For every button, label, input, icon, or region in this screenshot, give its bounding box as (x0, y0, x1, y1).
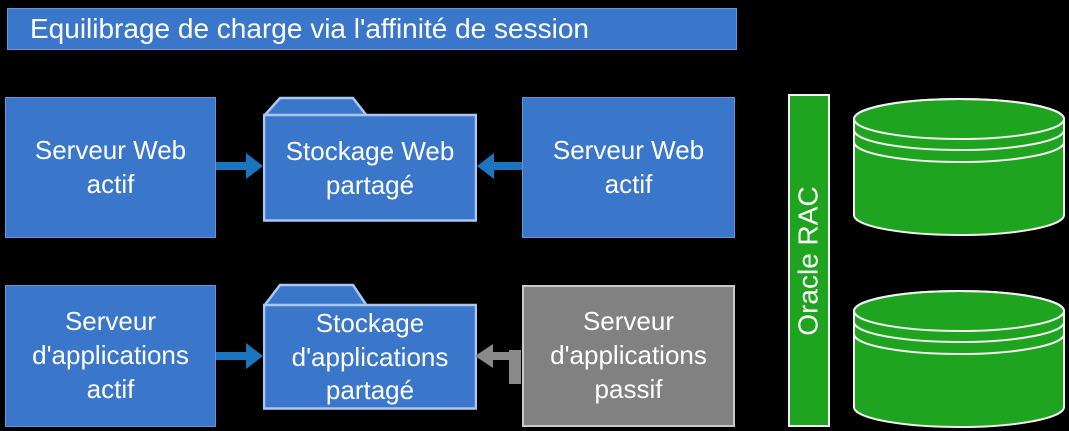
node-web-server-active-left: Serveur Web actif (5, 97, 216, 238)
arrow-stub (509, 350, 521, 384)
node-web-server-active-right: Serveur Web actif (522, 97, 735, 238)
arrow-shaft (216, 162, 248, 170)
arrow-web-left-to-storage (216, 153, 263, 179)
folder-web-storage-label: Stockage Web partagé (285, 135, 455, 200)
database-cylinder-bottom (852, 289, 1066, 431)
folder-icon (263, 96, 477, 222)
arrow-shaft (216, 352, 248, 360)
arrow-app-passive-to-storage (475, 344, 522, 386)
database-cylinder-top (852, 97, 1066, 242)
arrow-head-left-icon (475, 344, 493, 368)
arrow-head-right-icon (246, 343, 263, 369)
arrow-shaft (492, 352, 510, 360)
folder-web-storage: Stockage Web partagé (263, 96, 477, 222)
arrow-app-active-to-storage (216, 343, 263, 369)
arrow-web-right-to-storage (477, 153, 522, 179)
arrow-head-left-icon (477, 153, 494, 179)
oracle-rac-bar: Oracle RAC (788, 94, 830, 427)
arrow-head-right-icon (246, 153, 263, 179)
database-icon (853, 290, 1065, 428)
folder-app-storage-label: Stockage d'applications partagé (291, 307, 449, 406)
folder-app-storage: Stockage d'applications partagé (263, 283, 477, 410)
database-icon (853, 98, 1065, 236)
node-app-server-passive: Serveur d'applications passif (522, 285, 735, 427)
node-app-server-active: Serveur d'applications actif (5, 285, 216, 427)
folder-icon (263, 283, 477, 410)
arrow-shaft (493, 162, 522, 170)
diagram-title: Equilibrage de charge via l'affinité de … (7, 8, 737, 50)
oracle-rac-label: Oracle RAC (793, 185, 824, 336)
